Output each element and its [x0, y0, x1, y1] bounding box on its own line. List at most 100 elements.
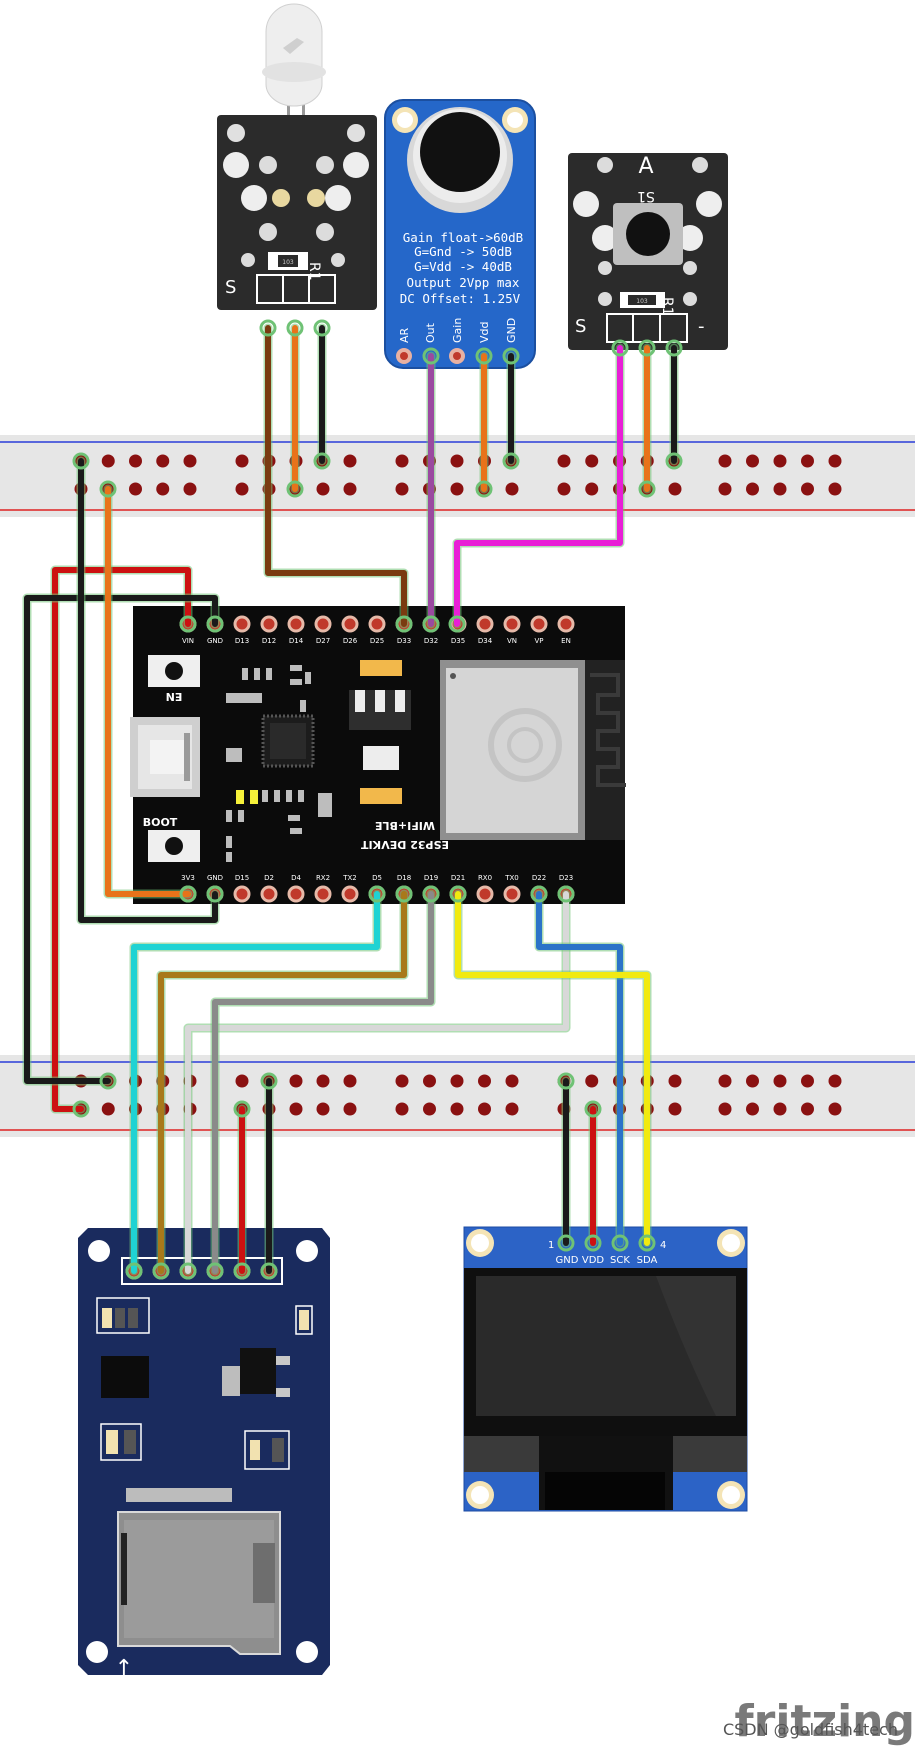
- rail-hole: [316, 1074, 330, 1088]
- mic-text-line-2: G=Gnd -> 50dB: [414, 244, 512, 259]
- rail-hole: [718, 1074, 732, 1088]
- rail-hole: [101, 454, 115, 468]
- wire-oled-sda[interactable]: [455, 891, 650, 1246]
- esp32-bottom-pin-label: D4: [291, 874, 301, 882]
- wire-sd-sck-end: [395, 885, 413, 903]
- rail-hole: [668, 1102, 682, 1116]
- wire-sd-sck-end: [152, 1262, 170, 1280]
- rail-hole: [585, 482, 599, 496]
- wire-sd-miso[interactable]: [212, 891, 434, 1274]
- mic-pin-ar: AR: [398, 327, 411, 343]
- mic-pin-vdd: Vdd: [478, 322, 491, 344]
- usb-port-icon: [130, 717, 200, 797]
- wire-gnd-bottom-end: [72, 452, 90, 470]
- esp32-top-pin[interactable]: [341, 615, 359, 633]
- rail-hole: [129, 454, 142, 468]
- esp32-top-pin-label: D14: [289, 637, 304, 645]
- button-a-label: A: [638, 154, 653, 179]
- microphone-icon: [407, 107, 513, 213]
- sensor-res-code: 103: [282, 259, 294, 266]
- mic-text-line-5: DC Offset: 1.25V: [400, 291, 521, 306]
- esp32-bottom-pin[interactable]: [341, 885, 359, 903]
- esp32-top-pin[interactable]: [530, 615, 548, 633]
- oled-pin-vdd: VDD: [582, 1255, 605, 1266]
- esp32-top-pin[interactable]: [260, 615, 278, 633]
- esp32-top-pin[interactable]: [503, 615, 521, 633]
- rail-hole: [801, 1074, 814, 1088]
- rail-hole: [746, 454, 759, 468]
- wire-button-signal[interactable]: [454, 345, 623, 627]
- esp32-bottom-pin-label: D5: [372, 874, 382, 882]
- wire-oled-gnd-end: [557, 1072, 575, 1090]
- rail-hole: [585, 454, 599, 468]
- pushbutton-icon[interactable]: [613, 203, 683, 265]
- wire-oled-sda-end: [449, 885, 467, 903]
- esp32-bottom-pin[interactable]: [503, 885, 521, 903]
- wire-sd-sck[interactable]: [158, 891, 407, 1274]
- esp32-top-pin[interactable]: [368, 615, 386, 633]
- wire-3v3[interactable]: [105, 486, 191, 897]
- esp32-top-pin[interactable]: [287, 615, 305, 633]
- esp32-top-pin-label: D34: [478, 637, 493, 645]
- wire-sd-cs[interactable]: [131, 891, 380, 1274]
- esp32-top-pin[interactable]: [557, 615, 575, 633]
- wire-oled-sck[interactable]: [536, 891, 623, 1246]
- esp32-top-pin[interactable]: [476, 615, 494, 633]
- wire-vin[interactable]: [52, 567, 191, 1112]
- esp32-bottom-pin[interactable]: [260, 885, 278, 903]
- rail-hole: [316, 1102, 330, 1116]
- esp32-bottom-pin-label: D19: [424, 874, 438, 882]
- esp32-board: EN BOOT WIFI+BLE ESP32 DEVKIT: [130, 606, 626, 904]
- mic-text-line-3: G=Vdd -> 40dB: [414, 259, 512, 274]
- wire-sensor-signal[interactable]: [265, 325, 407, 627]
- esp32-bottom-pin-label: D21: [451, 874, 465, 882]
- oled-pin-sck: SCK: [610, 1255, 630, 1266]
- rail-hole: [828, 482, 842, 496]
- en-button[interactable]: [148, 655, 200, 687]
- boot-button[interactable]: [148, 830, 200, 862]
- esp32-bottom-pin-label: GND: [207, 874, 223, 882]
- mic-pin-out: Out: [424, 322, 437, 343]
- rail-hole: [395, 454, 409, 468]
- rail-hole: [235, 454, 249, 468]
- rail-hole: [773, 454, 787, 468]
- rail-hole: [718, 482, 732, 496]
- wire-mic-out-end: [422, 615, 440, 633]
- esp32-bottom-pin[interactable]: [287, 885, 305, 903]
- esp32-bottom-pin[interactable]: [476, 885, 494, 903]
- rail-hole: [343, 482, 357, 496]
- esp32-top-pin[interactable]: [314, 615, 332, 633]
- button-module: A S1 103 R1 S -: [568, 153, 728, 350]
- esp32-bottom-pin-label: RX2: [316, 874, 330, 882]
- wire-sensor-vcc-end: [286, 319, 304, 337]
- wire-3v3-end: [179, 885, 197, 903]
- esp32-top-pin[interactable]: [233, 615, 251, 633]
- rail-hole: [395, 482, 409, 496]
- rail-hole: [746, 482, 759, 496]
- rail-hole: [557, 482, 571, 496]
- wire-sensor-signal-end: [395, 615, 413, 633]
- mic-pin-gnd: GND: [505, 318, 518, 343]
- esp32-model-label: ESP32 DEVKIT: [361, 838, 449, 851]
- wire-gnd-top[interactable]: [24, 595, 218, 1084]
- button-r1-label: R1: [659, 297, 675, 316]
- sensor-s-label: S: [225, 277, 236, 298]
- rail-hole: [129, 482, 142, 496]
- mic-pin-gain: Gain: [451, 318, 464, 343]
- esp32-bottom-pin-label: D15: [235, 874, 249, 882]
- wire-sd-mosi[interactable]: [185, 891, 569, 1274]
- wire-gnd-bottom[interactable]: [78, 458, 218, 923]
- wire-sd-mosi-end: [179, 1262, 197, 1280]
- esp32-top-pin-label: VP: [534, 637, 543, 645]
- esp32-bottom-pin[interactable]: [314, 885, 332, 903]
- wire-sd-miso-end: [206, 1262, 224, 1280]
- rail-hole: [343, 1102, 357, 1116]
- rail-hole: [183, 482, 197, 496]
- esp32-bottom-pin[interactable]: [233, 885, 251, 903]
- microphone-module: Gain float->60dB G=Gnd -> 50dB G=Vdd -> …: [384, 99, 536, 369]
- button-s1-label: S1: [637, 188, 655, 204]
- esp32-top-pin-label: D12: [262, 637, 276, 645]
- boot-label: BOOT: [143, 816, 178, 829]
- mic-text-line-1: Gain float->60dB: [403, 230, 523, 245]
